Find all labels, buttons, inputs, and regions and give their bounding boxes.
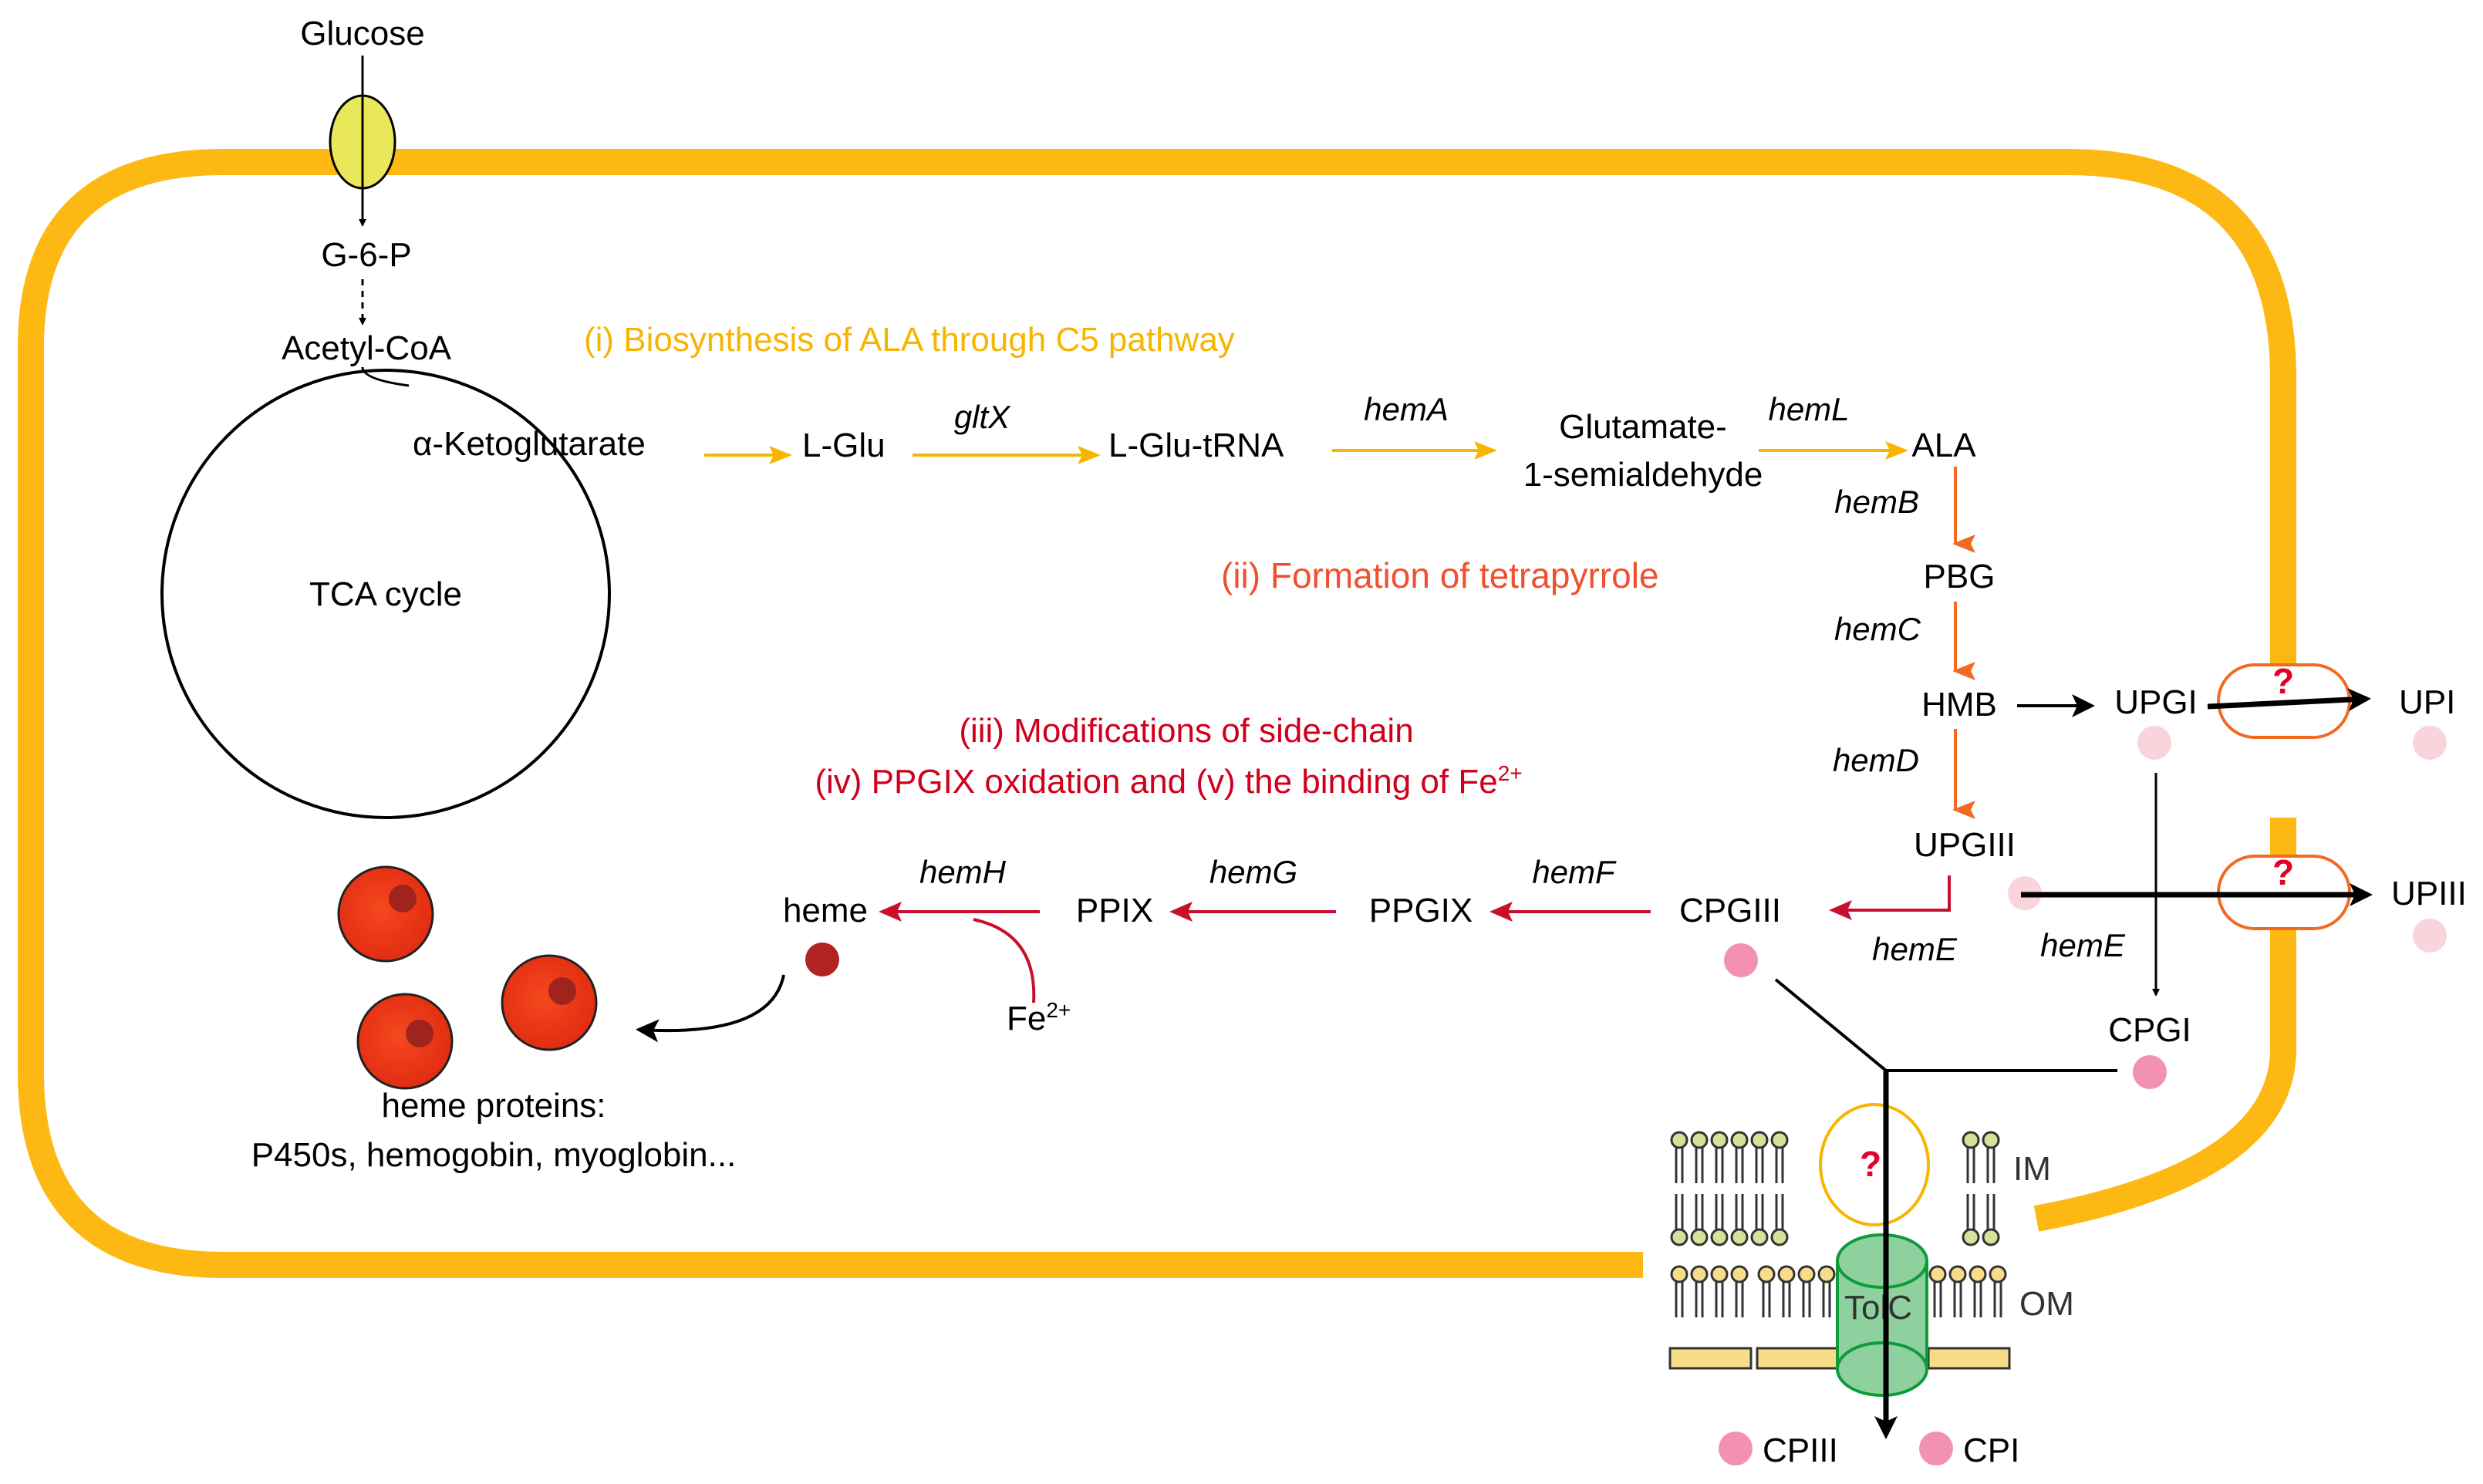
heme-protein-ball-core xyxy=(406,1020,434,1047)
upiii-transporter-question: ? xyxy=(2272,852,2294,892)
hemg-gene-label: hemG xyxy=(1209,854,1297,890)
phospholipid xyxy=(1948,1265,1967,1317)
hemh-gene-label: hemH xyxy=(919,854,1007,890)
acetyl-coa-label: Acetyl-CoA xyxy=(282,329,452,367)
cpi-dot xyxy=(1919,1432,1953,1465)
phospholipid xyxy=(1797,1265,1816,1317)
stage-3-title: (iii) Modifications of side-chain xyxy=(959,712,1413,750)
tolc-channel xyxy=(1836,1233,1928,1397)
gsa-label-line2: 1-semialdehyde xyxy=(1523,456,1763,494)
phospholipid xyxy=(1777,1265,1796,1317)
cpgi-dot xyxy=(2133,1055,2167,1089)
upi-transporter-question: ? xyxy=(2272,661,2294,701)
phospholipid xyxy=(1730,1265,1749,1317)
upgi-label: UPGI xyxy=(2114,683,2198,721)
acetyl-coa-link xyxy=(361,366,410,387)
phospholipid xyxy=(1989,1265,2007,1317)
ppix-label: PPIX xyxy=(1076,892,1153,929)
akg-label: α-Ketoglutarate xyxy=(413,425,646,463)
heme-upgiii-gene-label: hemE xyxy=(1872,931,1958,967)
phospholipid xyxy=(1670,1131,1689,1246)
phospholipid xyxy=(1750,1131,1769,1246)
im-transporter xyxy=(1819,1103,1930,1226)
heme-protein-ball-core xyxy=(548,977,576,1005)
heme-proteins-title: heme proteins: xyxy=(381,1087,606,1125)
upiii-dot xyxy=(2413,919,2447,953)
cpgiii-label: CPGIII xyxy=(1679,892,1781,929)
upgi-to-upi-arrow xyxy=(2207,688,2371,712)
upgiii-label: UPGIII xyxy=(1914,826,2016,864)
tca-cycle-circle xyxy=(160,369,611,819)
cpgiii-dot xyxy=(1724,943,1758,977)
hmb-label: HMB xyxy=(1921,686,1997,723)
phospholipid xyxy=(1770,1131,1789,1246)
stage-2-title: (ii) Formation of tetrapyrrole xyxy=(1221,555,1659,595)
cpgi-label: CPGI xyxy=(2108,1011,2191,1049)
heme-protein-ball xyxy=(501,954,598,1051)
ppgix-label: PPGIX xyxy=(1369,892,1473,929)
heme-protein-ball xyxy=(356,993,454,1090)
tolc-label: TolC xyxy=(1844,1289,1912,1327)
heme-to-proteins-arrow xyxy=(636,974,785,1043)
outer-membrane-bases xyxy=(1668,1347,2011,1370)
phospholipid xyxy=(1690,1131,1709,1246)
glucose-label: Glucose xyxy=(300,15,424,52)
pbg-label: PBG xyxy=(1924,558,1996,595)
lglu-label: L-Glu xyxy=(802,427,886,464)
cell-wall xyxy=(17,149,2296,1278)
g6p-label: G-6-P xyxy=(321,236,411,274)
hema-gene-label: hemA xyxy=(1364,391,1449,427)
cpi-label: CPI xyxy=(1963,1432,2019,1469)
hemf-gene-label: hemF xyxy=(1532,854,1617,890)
lglu-trna-label: L-Glu-tRNA xyxy=(1108,427,1284,464)
stage-4-title: (iv) PPGIX oxidation and (v) the binding… xyxy=(815,761,1522,801)
upi-dot xyxy=(2413,726,2447,760)
heme-protein-ball xyxy=(337,865,434,963)
im-label: IM xyxy=(2013,1150,2051,1188)
phospholipid xyxy=(1928,1265,1947,1317)
gsa-label-line1: Glutamate- xyxy=(1559,408,1727,446)
phospholipid xyxy=(1690,1265,1709,1317)
heme-proteins-list: P450s, hemogobin, myoglobin... xyxy=(251,1136,737,1174)
cpiii-label: CPIII xyxy=(1763,1432,1838,1469)
fe-label: Fe2+ xyxy=(1007,998,1071,1037)
heml-gene-label: hemL xyxy=(1768,391,1849,427)
tca-cycle-label: TCA cycle xyxy=(309,575,462,613)
phospholipid xyxy=(1817,1265,1836,1317)
phospholipid xyxy=(1670,1265,1689,1317)
heme-upgi-gene-label: hemE xyxy=(2040,927,2126,963)
inner-membrane-lipids xyxy=(1670,1131,2000,1246)
phospholipid xyxy=(1730,1131,1749,1246)
heme-dot xyxy=(805,943,839,976)
phospholipid xyxy=(1757,1265,1776,1317)
im-transporter-question: ? xyxy=(1860,1144,1881,1184)
phospholipid xyxy=(1710,1131,1729,1246)
heme-label: heme xyxy=(783,892,868,929)
outer-membrane-lipids xyxy=(1670,1265,2007,1317)
phospholipid xyxy=(1710,1265,1729,1317)
upiii-label: UPIII xyxy=(2391,875,2467,912)
gltx-gene-label: gltX xyxy=(954,399,1011,435)
ala-label: ALA xyxy=(1911,427,1976,464)
heme-protein-ball-core xyxy=(389,885,417,912)
phospholipid xyxy=(1969,1265,1987,1317)
phospholipid xyxy=(1982,1131,2000,1246)
upgi-dot xyxy=(2137,726,2171,760)
hemc-gene-label: hemC xyxy=(1834,611,1921,647)
upi-label: UPI xyxy=(2399,683,2455,721)
fe-input-curve xyxy=(973,918,1036,1003)
stage-1-title: (i) Biosynthesis of ALA through C5 pathw… xyxy=(584,321,1235,359)
phospholipid xyxy=(1962,1131,1980,1246)
om-label: OM xyxy=(2019,1285,2074,1323)
hemb-gene-label: hemB xyxy=(1834,484,1919,520)
hemd-gene-label: hemD xyxy=(1833,742,1919,778)
export-lines xyxy=(1774,978,2117,1072)
cpiii-dot xyxy=(1719,1432,1753,1465)
upgiii-to-cpgiii-arrow xyxy=(1829,875,1951,920)
heme-protein-icons xyxy=(337,865,598,1090)
